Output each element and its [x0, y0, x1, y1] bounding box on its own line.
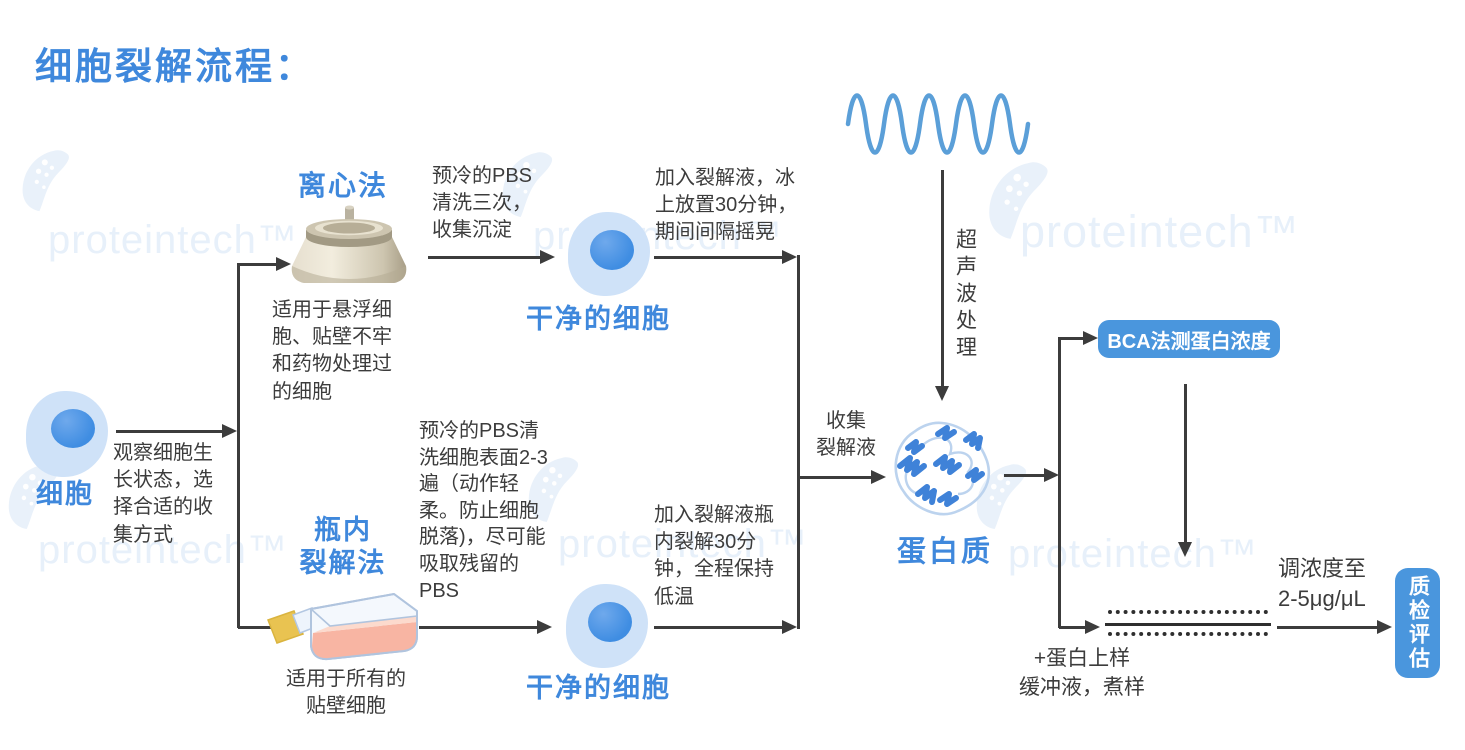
- arrowhead-right: [1044, 468, 1059, 482]
- clean-cell-bottom-label: 干净的细胞: [526, 673, 671, 703]
- proteintech-logo-blob: [989, 162, 1048, 239]
- bca-assay-badge: BCA法测蛋白浓度: [1098, 320, 1280, 358]
- arrow-join-to-protein: [799, 476, 871, 479]
- qc-evaluation-label: 质检评估: [1406, 575, 1430, 671]
- arrowhead-down: [935, 386, 949, 401]
- branch-line-right: [1058, 337, 1061, 628]
- branch-line-left: [237, 263, 240, 628]
- watermark-text: proteintech™: [38, 528, 288, 572]
- wash-top-step: 预冷的PBS 清洗三次， 收集沉淀: [432, 165, 533, 242]
- ultrasonic-step: 超声波处理: [953, 228, 977, 363]
- arrow-to-sample: [1059, 626, 1085, 629]
- watermark-text: proteintech™: [48, 218, 298, 262]
- centrifuge-note: 适用于悬浮细 胞、贴壁不牢 和药物处理过 的细胞: [272, 299, 392, 403]
- qc-evaluation-badge: 质检评估: [1395, 568, 1440, 678]
- gel-sample-lane-icon: [1108, 610, 1268, 614]
- ultrasound-wave-icon: [845, 93, 1031, 155]
- bca-assay-label: BCA法测蛋白浓度: [1107, 330, 1271, 353]
- proteintech-logo-blob: [22, 150, 69, 212]
- proteintech-logo-blob: [8, 464, 59, 530]
- arrow-branch-to-flask: [238, 626, 276, 629]
- arrowhead-right: [540, 250, 555, 264]
- arrowhead-right: [537, 620, 552, 634]
- culture-flask-icon: [267, 593, 418, 661]
- loading-buffer-step: +蛋白上样 缓冲液，煮样: [1019, 647, 1145, 699]
- centrifuge-rotor-icon: [291, 205, 407, 283]
- arrowhead-right: [871, 470, 886, 484]
- wash-bottom-step: 预冷的PBS清 洗细胞表面2-3 遍（动作轻 柔。防止细胞 脱落)，尽可能 吸取…: [419, 420, 548, 602]
- arrowhead-right: [276, 257, 291, 271]
- protein-label: 蛋白质: [896, 536, 993, 568]
- arrow-flask-to-cleancell: [419, 626, 537, 629]
- join-line: [797, 255, 800, 629]
- watermark-text: proteintech™: [1008, 532, 1258, 576]
- arrow-to-bca: [1059, 337, 1083, 340]
- page-title: 细胞裂解流程：: [35, 46, 315, 87]
- arrow-cleancell-bottom-to-join: [654, 626, 782, 629]
- centrifuge-method-label: 离心法: [298, 170, 389, 201]
- arrow-centrifuge-to-cleancell: [428, 256, 540, 259]
- ultrasound-line: [941, 170, 944, 386]
- clean-cell-top-nucleus: [590, 230, 634, 270]
- protein-structure-icon: [894, 421, 990, 516]
- arrow-cleancell-top-to-join: [654, 256, 782, 259]
- gel-sample-lane-icon: [1105, 623, 1271, 626]
- arrowhead-right: [1377, 620, 1392, 634]
- arrow-branch-to-centrifuge: [238, 263, 276, 266]
- arrowhead-right: [222, 424, 237, 438]
- proteintech-logo-blob: [528, 457, 579, 523]
- clean-cell-bottom-nucleus: [588, 602, 632, 642]
- watermark-text: proteintech™: [558, 522, 808, 566]
- watermark-text: proteintech™: [1020, 206, 1300, 257]
- arrow-protein-to-branch: [1004, 474, 1044, 477]
- flask-note: 适用于所有的 贴壁细胞: [286, 668, 406, 718]
- lyse-bottom-step: 加入裂解液瓶 内裂解30分 钟，全程保持 低温: [654, 504, 774, 608]
- clean-cell-top-label: 干净的细胞: [526, 304, 671, 334]
- arrowhead-right: [1085, 620, 1100, 634]
- in-flask-lysis-label: 瓶内 裂解法: [299, 515, 387, 578]
- cell-note: 观察细胞生 长状态，选 择合适的收 集方式: [113, 442, 213, 546]
- arrowhead-right: [782, 620, 797, 634]
- arrowhead-right: [782, 250, 797, 264]
- lyse-top-step: 加入裂解液，冰 上放置30分钟， 期间间隔摇晃: [655, 167, 798, 244]
- arrow-cell-to-branch: [116, 430, 224, 433]
- collect-lysate-step: 收集 裂解液: [816, 410, 876, 460]
- proteintech-logo-blob: [502, 152, 553, 218]
- arrowhead-right: [1083, 331, 1098, 345]
- arrow-sample-to-qc: [1277, 626, 1377, 629]
- cell-label: 细胞: [36, 479, 94, 509]
- bca-down-line: [1184, 384, 1187, 542]
- adjust-concentration-step: 调浓度至 2-5μg/μL: [1278, 556, 1367, 611]
- cell-nucleus: [51, 409, 95, 448]
- arrowhead-down: [1178, 542, 1192, 557]
- gel-sample-lane-icon: [1108, 632, 1268, 636]
